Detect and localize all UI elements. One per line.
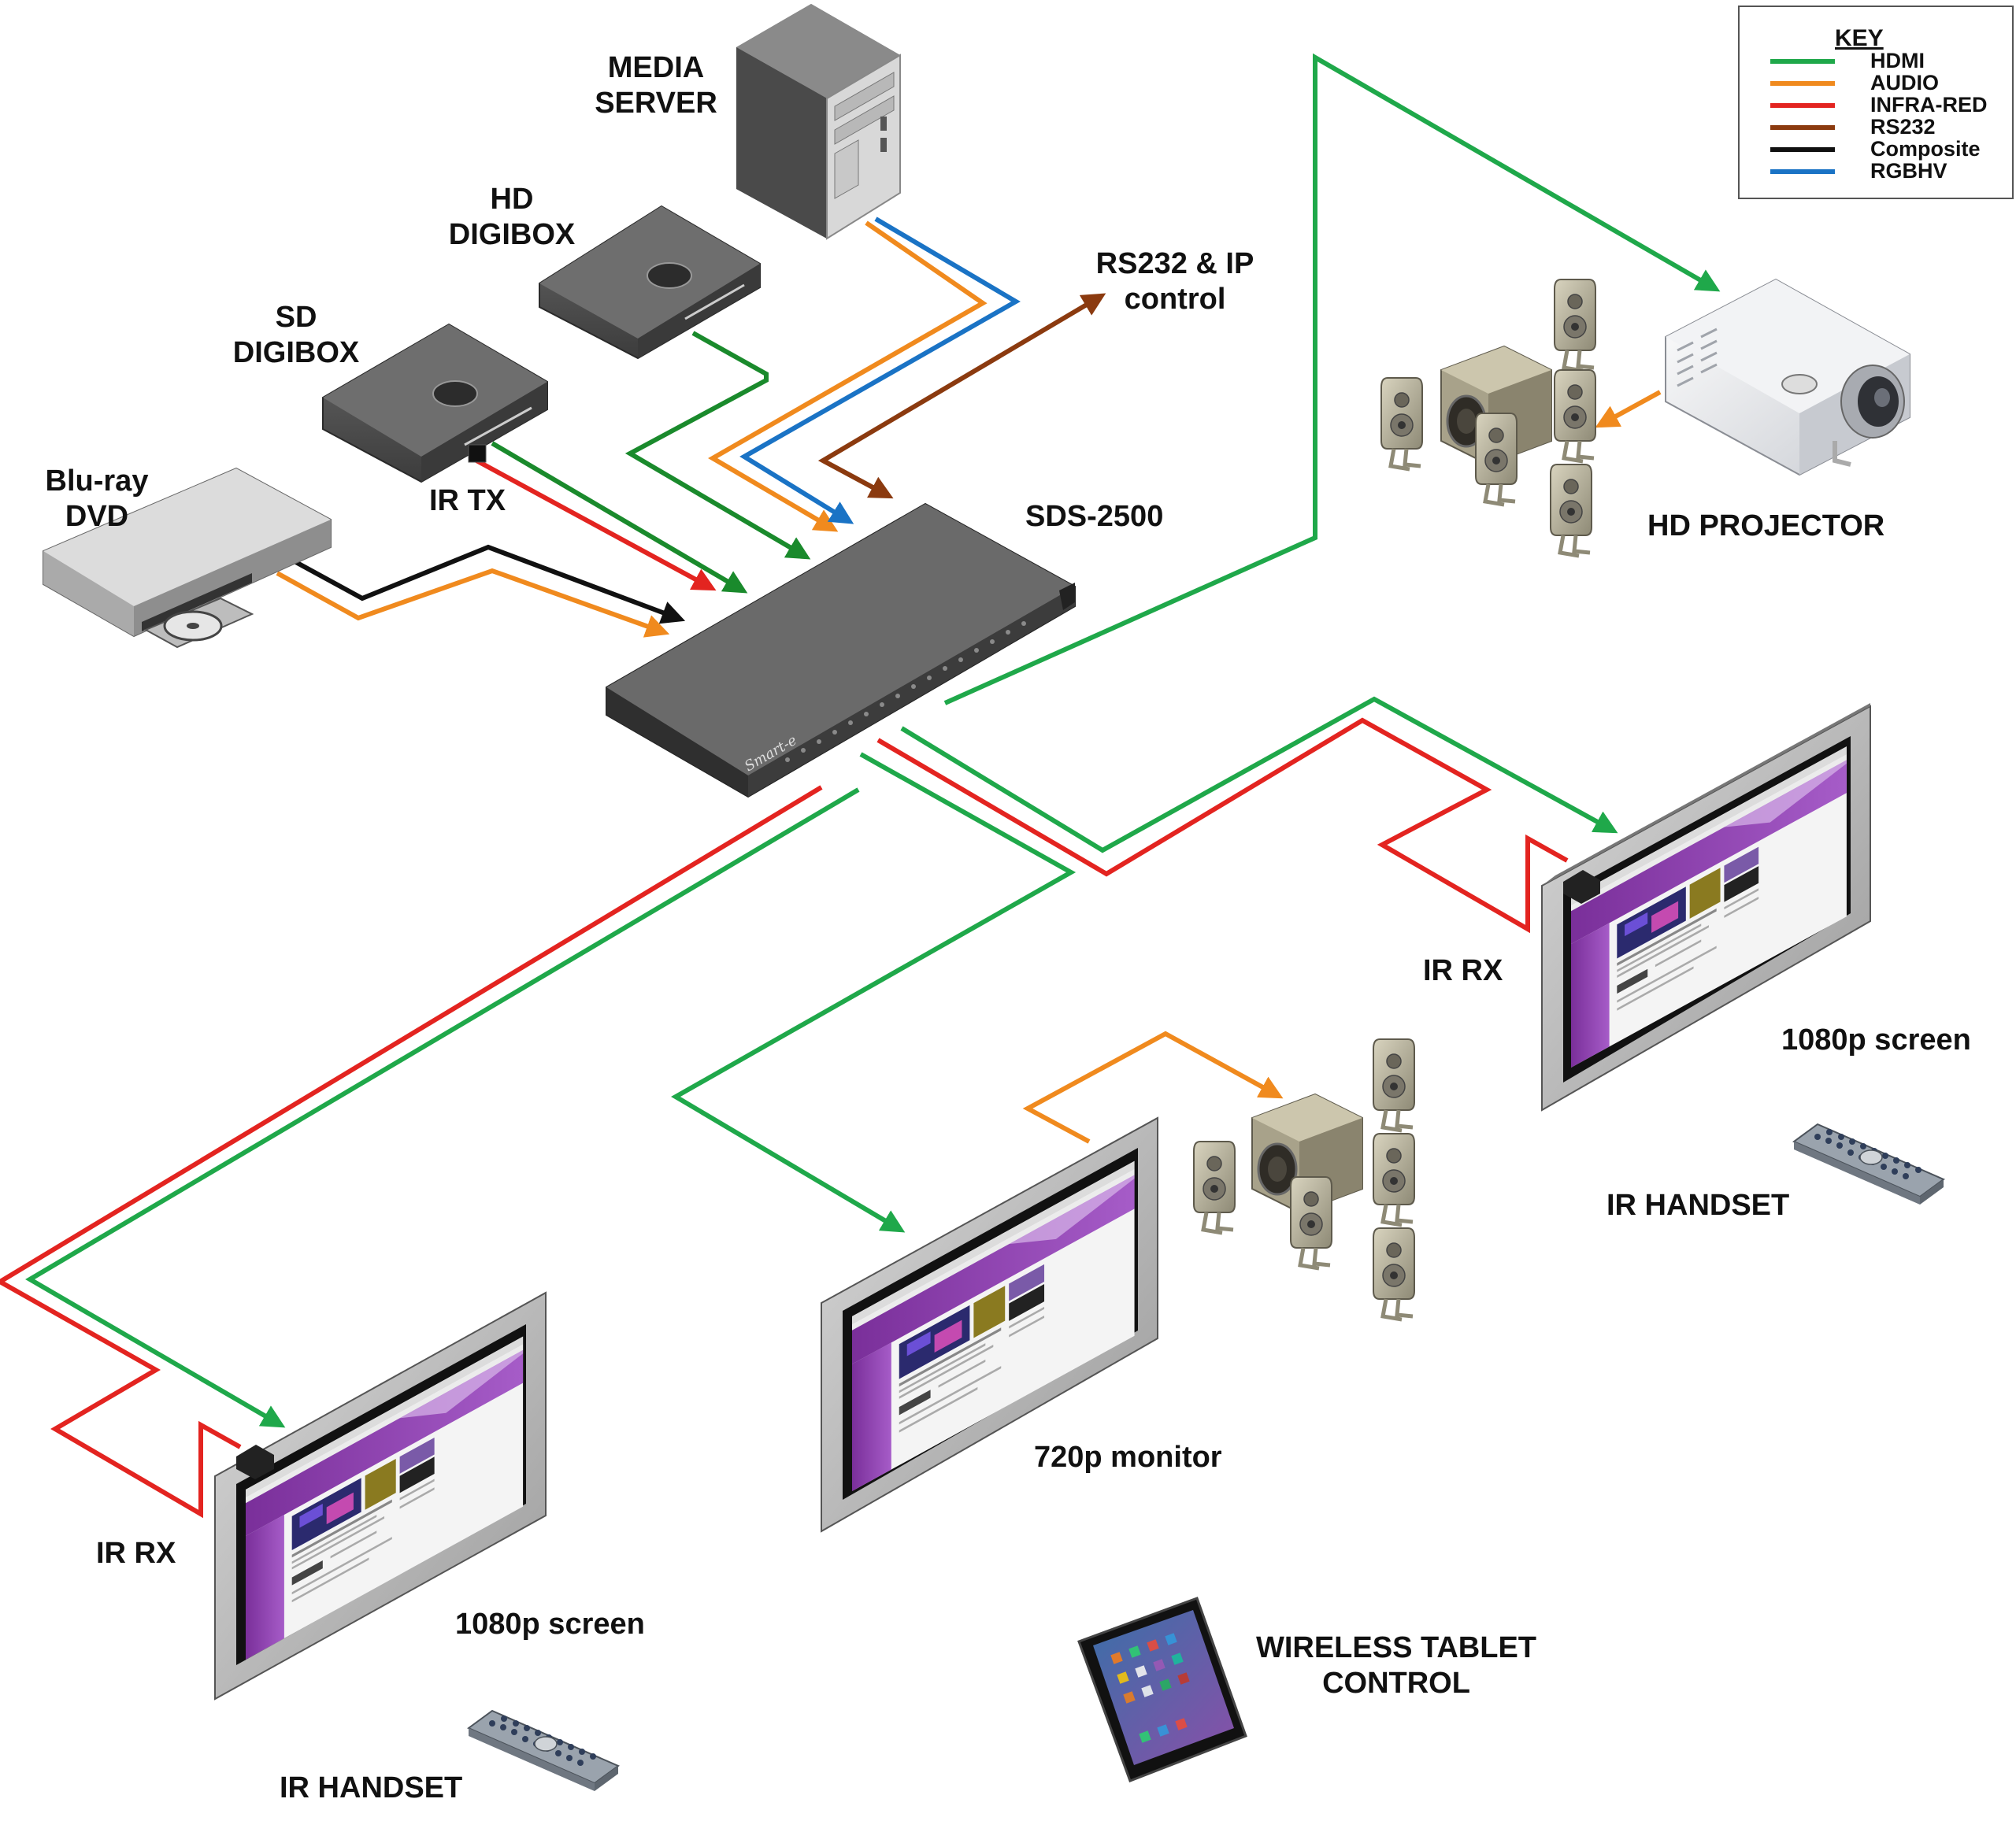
720p-monitor-icon <box>821 1116 1158 1533</box>
server-audio-cable <box>708 220 988 532</box>
left-ir-handset-icon <box>468 1710 619 1792</box>
ir-handset-left-label: IR HANDSET <box>280 1771 462 1804</box>
right-screen-ir-cable <box>876 717 1569 934</box>
monitor-720-label: 720p monitor <box>1034 1441 1222 1474</box>
bluray-player-icon <box>43 467 332 649</box>
rs232-cable-in <box>821 458 894 499</box>
right-screen-label: 1080p screen <box>1781 1023 1971 1057</box>
right-ir-receiver-icon <box>1563 870 1600 904</box>
monitor-hdmi-cable <box>671 752 1077 1233</box>
key-label-rs232: RS232 <box>1870 115 1936 139</box>
ir-tx-emitter-icon <box>468 444 487 463</box>
composite-cable <box>291 544 686 624</box>
sd-digibox-icon <box>322 323 548 483</box>
hd-digibox-icon <box>539 205 761 360</box>
ir-tx-label: IR TX <box>429 484 506 517</box>
ir-rx-right-label: IR RX <box>1423 954 1503 987</box>
server-rgbhv-cable <box>739 217 1021 524</box>
left-screen-label: 1080p screen <box>455 1608 645 1641</box>
left-ir-receiver-icon <box>236 1445 274 1479</box>
projector-audio-cable <box>1595 390 1662 428</box>
wireless-tablet-icon <box>1077 1597 1247 1782</box>
key-title: KEY <box>1835 25 1884 51</box>
left-screen-ir-cable <box>0 785 823 1519</box>
right-1080p-screen-icon <box>1541 703 1871 1112</box>
right-screen-hdmi-cable <box>900 696 1618 853</box>
monitor-audio-cable <box>1022 1031 1284 1144</box>
projector-hdmi-cable <box>943 53 1721 705</box>
projector-speaker-set-icon <box>1381 279 1595 556</box>
ir-handset-right-label: IR HANDSET <box>1606 1189 1789 1222</box>
rs232-cable <box>817 293 1106 497</box>
bluray-audio-cable <box>276 568 670 638</box>
key-legend: KEY HDMIAUDIOINFRA-REDRS232CompositeRGBH… <box>1738 6 2014 199</box>
key-label-rgbhv: RGBHV <box>1870 159 1947 183</box>
key-label-audio: AUDIO <box>1870 71 1939 94</box>
sds-2500-switch-icon: Smart-e <box>606 502 1076 798</box>
hd-hdmi-cable <box>624 331 811 560</box>
media-server-icon <box>736 4 901 240</box>
key-label-composite: Composite <box>1870 137 1981 161</box>
key-label-infra-red: INFRA-RED <box>1870 93 1988 117</box>
monitor-speaker-set-icon <box>1194 1039 1414 1319</box>
left-1080p-screen-icon <box>214 1291 547 1701</box>
ir-tx-cable <box>475 458 717 591</box>
hd-projector-icon <box>1665 278 1910 476</box>
hd-projector-label: HD PROJECTOR <box>1647 509 1884 542</box>
sds-2500-label: SDS-2500 <box>1025 500 1163 533</box>
ir-rx-left-label: IR RX <box>96 1537 176 1570</box>
sd-hdmi-cable <box>491 441 748 594</box>
key-label-hdmi: HDMI <box>1870 49 1925 72</box>
right-ir-handset-icon <box>1793 1123 1944 1205</box>
left-screen-hdmi-cable <box>25 787 860 1428</box>
